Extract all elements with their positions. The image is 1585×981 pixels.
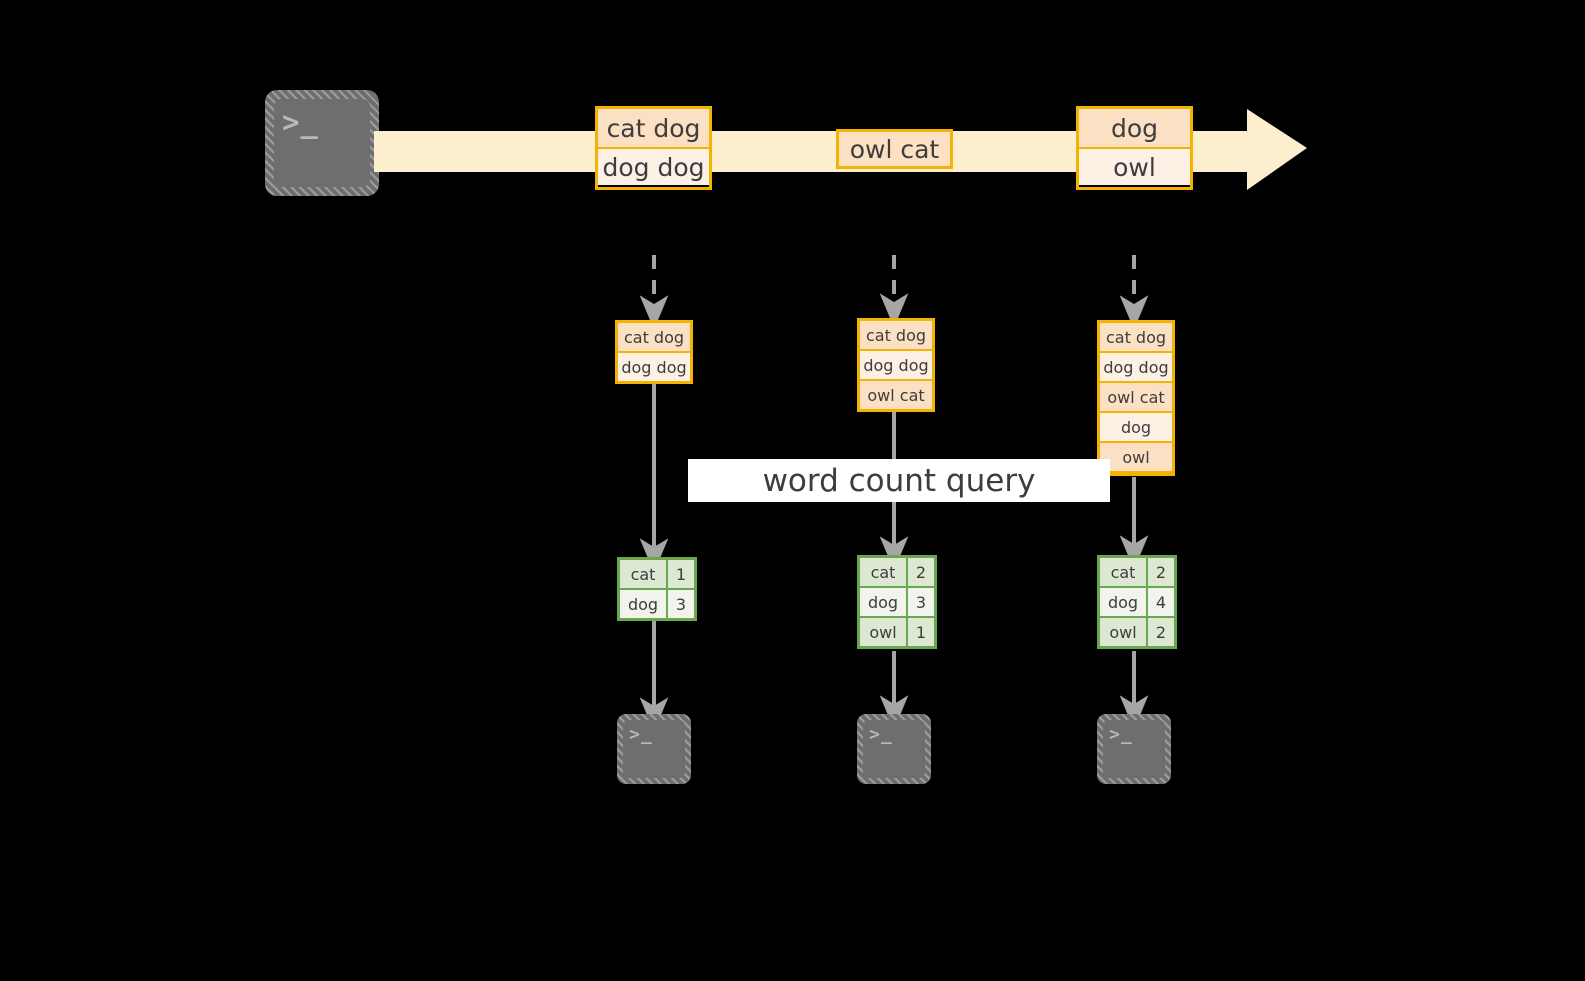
result-table-column-2[interactable]: cat 2 dog 3 owl 1 [857, 555, 937, 649]
table-row: owl 2 [1100, 618, 1174, 646]
sink-terminal-column-2[interactable]: >_ [857, 714, 931, 784]
state-row: cat dog [618, 323, 690, 351]
word-cell: dog [1100, 588, 1146, 616]
sink-terminal-column-3[interactable]: >_ [1097, 714, 1171, 784]
state-row: dog dog [618, 353, 690, 381]
state-row: dog dog [1100, 353, 1172, 381]
state-row: owl cat [1100, 383, 1172, 411]
terminal-prompt-icon: >_ [282, 105, 319, 139]
table-row: owl 1 [860, 618, 934, 646]
table-row: dog 4 [1100, 588, 1174, 616]
count-cell: 4 [1148, 588, 1174, 616]
table-row: cat 2 [1100, 558, 1174, 586]
state-box-column-2[interactable]: cat dog dog dog owl cat [857, 318, 935, 412]
event-line: owl cat [839, 132, 950, 166]
word-cell: cat [860, 558, 906, 586]
table-row: cat 1 [620, 560, 694, 588]
count-cell: 3 [908, 588, 934, 616]
sink-terminal-column-1[interactable]: >_ [617, 714, 691, 784]
count-cell: 1 [908, 618, 934, 646]
result-table-column-3[interactable]: cat 2 dog 4 owl 2 [1097, 555, 1177, 649]
count-cell: 3 [668, 590, 694, 618]
terminal-prompt-icon: >_ [869, 724, 893, 745]
stream-to-state-arrows [639, 255, 1149, 330]
terminal-prompt-icon: >_ [629, 724, 653, 745]
count-cell: 1 [668, 560, 694, 588]
query-label: word count query [688, 459, 1110, 502]
event-line: cat dog [598, 109, 709, 147]
word-cell: cat [620, 560, 666, 588]
query-label-text: word count query [762, 462, 1036, 499]
terminal-screen [863, 720, 925, 778]
result-to-sink-arrows [639, 621, 1149, 732]
result-table-column-1[interactable]: cat 1 dog 3 [617, 557, 697, 621]
word-cell: cat [1100, 558, 1146, 586]
source-terminal[interactable]: >_ [265, 90, 379, 196]
terminal-prompt-icon: >_ [1109, 724, 1133, 745]
word-cell: dog [860, 588, 906, 616]
state-row: dog dog [860, 351, 932, 379]
word-cell: owl [1100, 618, 1146, 646]
count-cell: 2 [1148, 618, 1174, 646]
terminal-screen [623, 720, 685, 778]
event-line: dog dog [598, 147, 709, 185]
stream-arrowhead [1247, 109, 1307, 190]
terminal-screen [274, 99, 370, 187]
event-line: dog [1079, 109, 1190, 147]
state-row: owl [1100, 443, 1172, 471]
state-row: owl cat [860, 381, 932, 409]
word-cell: dog [620, 590, 666, 618]
terminal-screen [1103, 720, 1165, 778]
table-row: dog 3 [860, 588, 934, 616]
state-box-column-1[interactable]: cat dog dog dog [615, 320, 693, 384]
word-cell: owl [860, 618, 906, 646]
state-row: cat dog [1100, 323, 1172, 351]
state-row: dog [1100, 413, 1172, 441]
table-row: cat 2 [860, 558, 934, 586]
state-row: cat dog [860, 321, 932, 349]
state-box-column-3[interactable]: cat dog dog dog owl cat dog owl [1097, 320, 1175, 476]
event-line: owl [1079, 147, 1190, 185]
stream-event-group-3[interactable]: dog owl [1076, 106, 1193, 190]
count-cell: 2 [908, 558, 934, 586]
count-cell: 2 [1148, 558, 1174, 586]
stream-event-group-2[interactable]: owl cat [836, 129, 953, 169]
table-row: dog 3 [620, 590, 694, 618]
stream-event-group-1[interactable]: cat dog dog dog [595, 106, 712, 190]
